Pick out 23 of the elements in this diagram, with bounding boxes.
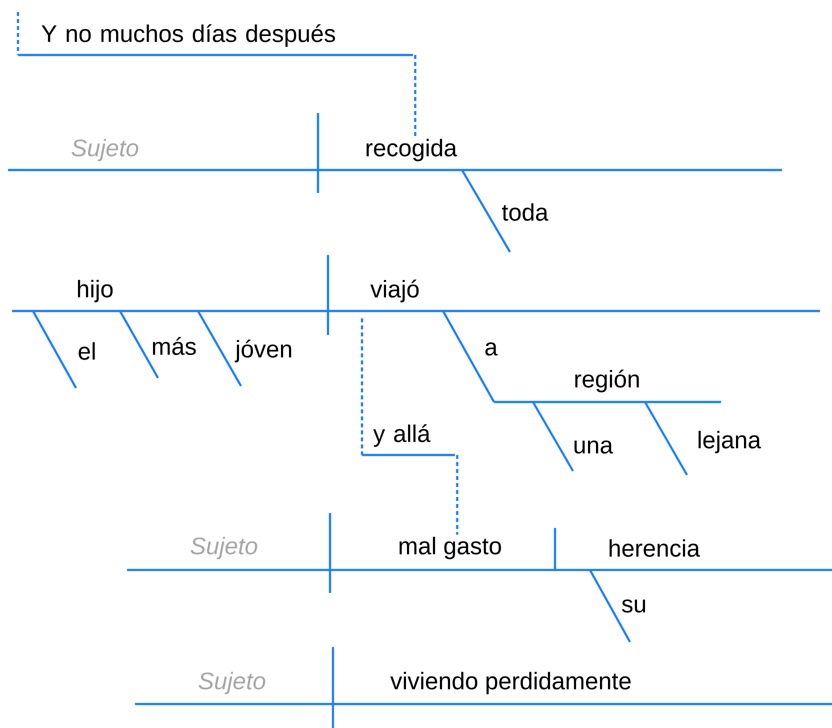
word: mal gasto	[400, 536, 501, 560]
word: región	[575, 370, 639, 392]
word: recogida	[366, 138, 458, 162]
word: jóven	[234, 340, 292, 362]
word: el	[78, 342, 95, 360]
word: una	[574, 440, 614, 454]
word: viajó	[370, 280, 419, 302]
word: hijo	[78, 280, 113, 302]
word: lejana	[698, 430, 762, 454]
word: toda	[502, 203, 548, 221]
phrase-line: Y no muchos días después	[16, 12, 413, 56]
word: viviendo perdidamente	[390, 672, 631, 694]
placeholder-word: Sujeto	[190, 536, 258, 560]
placeholder-word: Sujeto	[198, 672, 266, 694]
connector-line	[360, 318, 364, 455]
placeholder-word: Sujeto	[72, 138, 138, 162]
connector-line	[456, 455, 458, 535]
word: su	[622, 599, 646, 613]
phrase-line: y allá	[362, 424, 455, 456]
word: más	[152, 337, 196, 355]
connector-line	[414, 55, 416, 137]
word: herencia	[610, 539, 700, 557]
word: a	[485, 342, 498, 356]
